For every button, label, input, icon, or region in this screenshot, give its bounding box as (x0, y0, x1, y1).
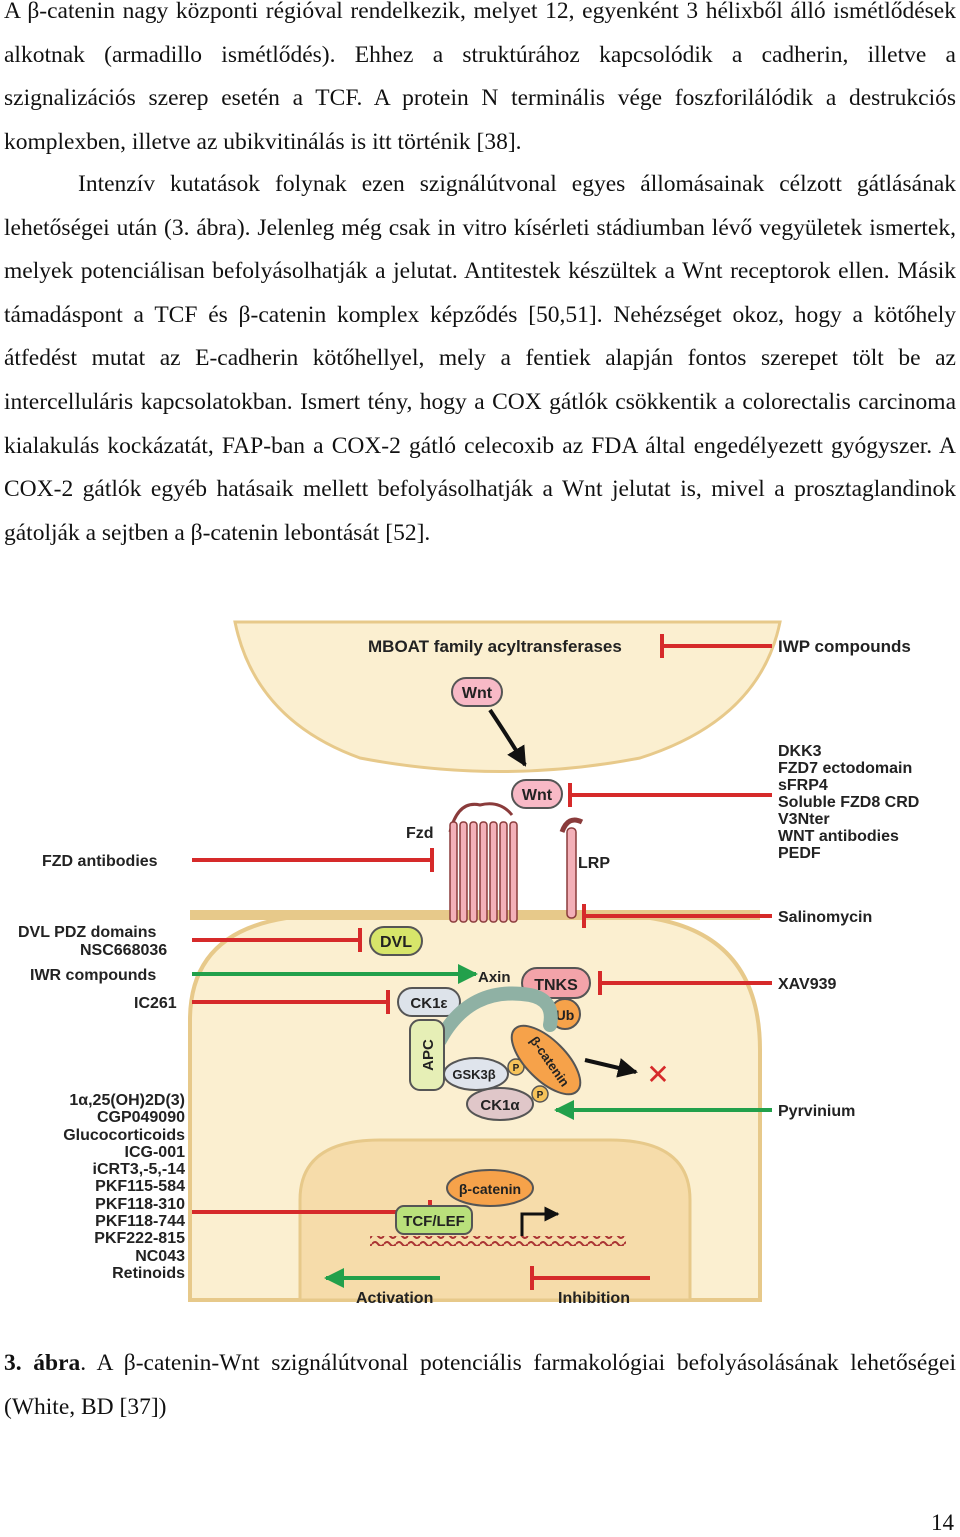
axin-label: Axin (478, 969, 511, 986)
tcf-node (395, 1205, 473, 1235)
wnt-secreted (451, 677, 503, 707)
gsk3b-node (443, 1057, 509, 1091)
svg-text:Glucocorticoids: Glucocorticoids (63, 1127, 185, 1144)
mboat-label: MBOAT family acyltransferases (368, 637, 622, 656)
svg-text:DVL: DVL (380, 934, 412, 951)
body-paragraph-1: A β-catenin nagy központi régióval rende… (4, 0, 956, 155)
wnt-secretion-arrow (488, 708, 527, 767)
pyrvinium-label: Pyrvinium (778, 1103, 855, 1120)
degradation-mark: ✕ (646, 1059, 669, 1090)
svg-text:WNT antibodies: WNT antibodies (778, 828, 899, 845)
body-paragraph-2: Intenzív kutatások folynak ezen szignálú… (4, 171, 956, 546)
svg-text:PEDF: PEDF (778, 845, 821, 862)
bcat-destruction-node (510, 1024, 582, 1096)
svg-text:sFRP4: sFRP4 (778, 777, 828, 794)
apc-node (409, 1019, 445, 1091)
legend-inhibition-label: Inhibition (558, 1290, 630, 1307)
svg-text:DVL PDZ domains: DVL PDZ domains (18, 924, 156, 941)
svg-text:PKF118-310: PKF118-310 (95, 1196, 185, 1213)
lrp-label: LRP (578, 855, 610, 872)
svg-text:CK1ε: CK1ε (410, 995, 447, 1012)
fzd-label: Fzd (406, 825, 434, 842)
svg-text:P: P (537, 1090, 544, 1101)
svg-text:iCRT3,-5,-14: iCRT3,-5,-14 (93, 1161, 186, 1178)
svg-text:ICG-001: ICG-001 (125, 1144, 186, 1161)
svg-text:Soluble FZD8 CRD: Soluble FZD8 CRD (778, 794, 919, 811)
svg-text:TCF/LEF: TCF/LEF (403, 1213, 465, 1230)
iwp-label: IWP compounds (778, 637, 911, 656)
page-number: 14 (931, 1510, 954, 1535)
ic261-label: IC261 (134, 995, 177, 1012)
dna-strand (370, 1236, 626, 1246)
svg-text:β-catenin: β-catenin (459, 1181, 521, 1197)
svg-text:PKF115-584: PKF115-584 (95, 1178, 185, 1195)
wnt-pathway-figure: MBOAT family acyltransferases IWP compou… (18, 620, 919, 1307)
phospho-2 (531, 1085, 549, 1103)
upper-cell (233, 620, 782, 773)
dvl-node (369, 926, 423, 956)
svg-text:CK1α: CK1α (480, 1097, 520, 1114)
phospho-1 (507, 1058, 525, 1076)
svg-text:NSC668036: NSC668036 (80, 942, 167, 959)
svg-text:GSK3β: GSK3β (452, 1067, 495, 1082)
fzd-antibodies-label: FZD antibodies (42, 853, 158, 870)
svg-text:Ub: Ub (556, 1007, 575, 1023)
svg-text:CGP049090: CGP049090 (97, 1109, 185, 1126)
caption-label: 3. ábra (4, 1350, 81, 1376)
svg-text:FZD7 ectodomain: FZD7 ectodomain (778, 760, 912, 777)
svg-text:PKF222-815: PKF222-815 (94, 1230, 185, 1247)
svg-text:V3Nter: V3Nter (778, 811, 830, 828)
svg-text:P: P (513, 1063, 520, 1074)
figure-caption: 3. ábra. A β-catenin-Wnt szignálútvonal … (4, 1342, 956, 1429)
svg-text:NC043: NC043 (135, 1248, 185, 1265)
caption-text: . A β-catenin-Wnt szignálútvonal potenci… (4, 1350, 956, 1420)
salinomycin-label: Salinomycin (778, 909, 872, 926)
svg-text:APC: APC (420, 1039, 437, 1071)
right-inhibitor-group: DKK3 FZD7 ectodomain sFRP4 Soluble FZD8 … (778, 743, 919, 862)
fzd-receptor (448, 802, 518, 923)
wnt-bound (511, 779, 563, 809)
xav-label: XAV939 (778, 976, 837, 993)
svg-text:Retinoids: Retinoids (112, 1265, 185, 1282)
svg-text:PKF118-744: PKF118-744 (95, 1213, 185, 1230)
lrp-receptor (559, 817, 584, 919)
nucleus (298, 1138, 692, 1302)
transcription-arrow (520, 1206, 560, 1236)
svg-text:TNKS: TNKS (534, 977, 578, 994)
svg-text:Wnt: Wnt (462, 685, 493, 702)
iwr-label: IWR compounds (30, 967, 156, 984)
bcat-nuclear-node (446, 1169, 534, 1207)
nuclear-inhibitor-group: 1α,25(OH)2D(3) CGP049090 Glucocorticoids… (63, 1092, 185, 1282)
svg-text:1α,25(OH)2D(3): 1α,25(OH)2D(3) (69, 1092, 185, 1109)
axin-scaffold (433, 986, 558, 1047)
degradation-arrow (584, 1058, 638, 1078)
svg-text:DKK3: DKK3 (778, 743, 822, 760)
svg-text:Wnt: Wnt (522, 787, 553, 804)
legend-activation-label: Activation (356, 1290, 433, 1307)
ck1a-node (466, 1087, 534, 1121)
ck1e-node (397, 987, 461, 1017)
